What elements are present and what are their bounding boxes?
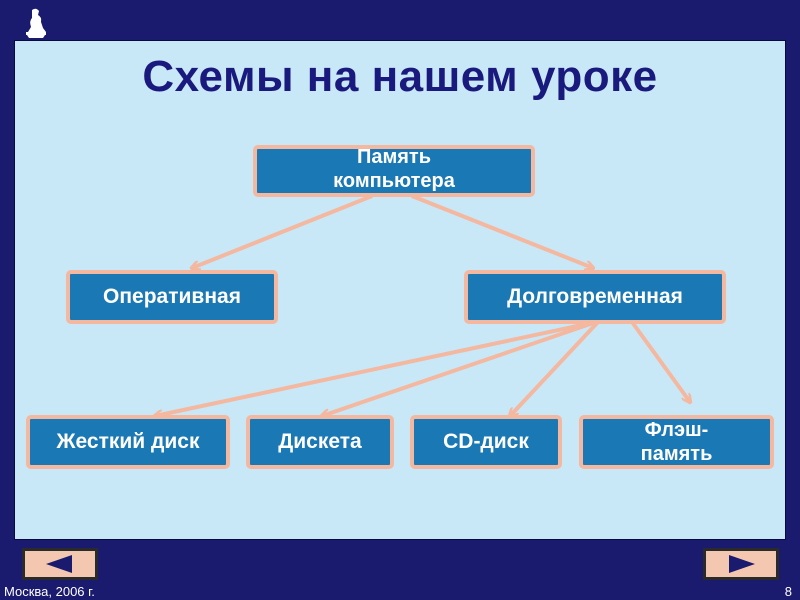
next-slide-button[interactable] <box>703 548 779 580</box>
triangle-left-icon <box>46 555 72 573</box>
knight-logo-icon <box>22 6 50 40</box>
node-longterm: Долговременная <box>464 270 726 324</box>
node-flash: Флэш-память <box>579 415 774 469</box>
arrow-root-to-longterm <box>411 194 593 268</box>
arrow-longterm-to-floppy <box>322 320 597 416</box>
arrow-root-to-ram <box>192 194 373 268</box>
triangle-right-icon <box>729 555 755 573</box>
node-ram: Оперативная <box>66 270 278 324</box>
arrow-longterm-to-cd <box>510 320 600 416</box>
node-floppy: Дискета <box>246 415 394 469</box>
arrow-longterm-to-flash <box>630 320 690 402</box>
arrow-longterm-to-hdd <box>155 320 597 416</box>
slide-page-number: 8 <box>784 584 792 599</box>
node-cd: CD-диск <box>410 415 562 469</box>
prev-slide-button[interactable] <box>22 548 98 580</box>
node-root-memory: Память компьютера <box>253 145 535 197</box>
footer-location-date: Москва, 2006 г. <box>4 584 95 599</box>
slide-title: Схемы на нашем уроке <box>142 52 658 101</box>
node-hard-disk: Жесткий диск <box>26 415 230 469</box>
